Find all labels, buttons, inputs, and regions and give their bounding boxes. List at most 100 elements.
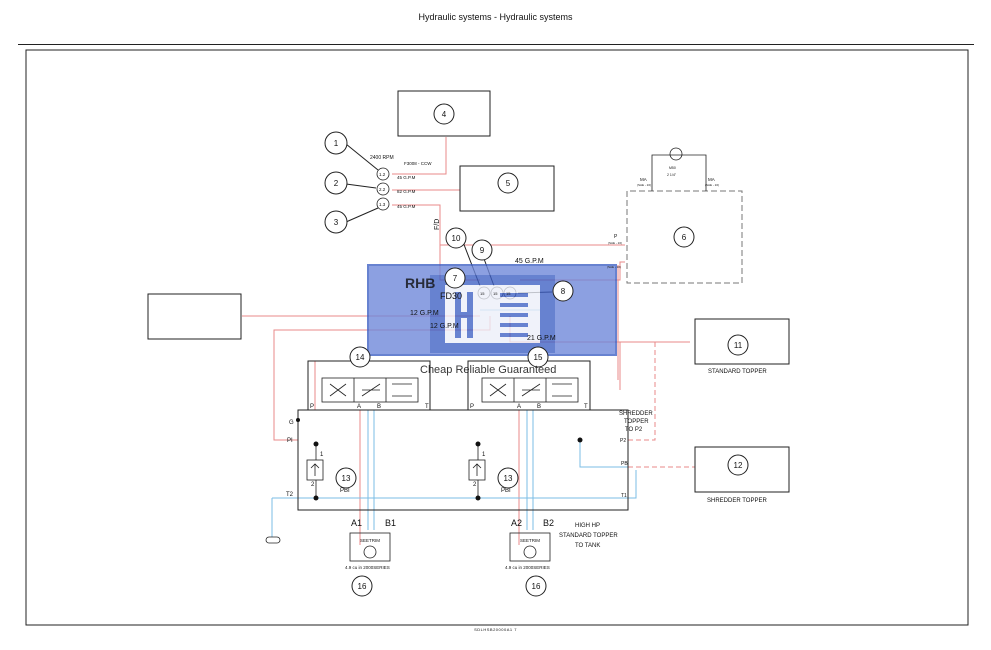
shredder-topper-label: SHREDDER TOPPER bbox=[707, 498, 767, 504]
output-b2: B2 bbox=[543, 518, 554, 528]
pump-flow-3: 45 G.P.M bbox=[397, 204, 416, 209]
callout-14: 14 bbox=[356, 353, 365, 362]
callout-13-right: 13 bbox=[504, 474, 513, 483]
callout-12: 12 bbox=[734, 461, 743, 470]
pump-flow-2: 82 G.P.M bbox=[397, 189, 416, 194]
callout-numbers: 1 2 3 4 5 6 7 8 9 10 11 12 13 13 14 15 1… bbox=[334, 110, 743, 591]
port-b-left: B bbox=[377, 404, 381, 410]
pump-rotation: F3008 - CCW bbox=[404, 161, 432, 166]
pump-rpm: 2400 RPM bbox=[370, 155, 394, 161]
line-12-gpm-b: 12 G.P.M bbox=[430, 323, 459, 330]
relief-left-label: PBI bbox=[340, 488, 350, 494]
port-t-left: T bbox=[425, 404, 429, 410]
pressure-lines-dashed bbox=[628, 342, 695, 468]
callout-3: 3 bbox=[334, 218, 339, 227]
motor-right-16 bbox=[509, 532, 551, 562]
motor-6-housing bbox=[626, 190, 743, 284]
relief-valve-left bbox=[306, 444, 324, 498]
line-12-gpm-a: 12 G.P.M bbox=[410, 310, 439, 317]
port-pb: PB bbox=[621, 461, 628, 467]
motor6-ma-left: MA bbox=[640, 177, 647, 182]
callout-11: 11 bbox=[734, 341, 743, 350]
motor-right-spec: 4.9 cu in 2000SERIES bbox=[505, 565, 550, 570]
motor6-port-lower: (SAE - 16) bbox=[607, 265, 621, 269]
shredder-to-p2-line2: TOPPER bbox=[624, 419, 649, 425]
motor6-ma-right: MA bbox=[708, 177, 715, 182]
standard-topper-label: STANDARD TOPPER bbox=[708, 369, 767, 375]
fd-label: FD30 bbox=[440, 291, 462, 301]
shredder-to-p2-line1: SHREDDER bbox=[619, 411, 653, 417]
high-hp-line2: STANDARD TOPPER bbox=[559, 533, 618, 539]
motor6-port-p-size: (SAE - 16) bbox=[608, 241, 622, 245]
port-a-left: A bbox=[357, 404, 361, 410]
callout-10: 10 bbox=[452, 234, 461, 243]
relief-left-1: 1 bbox=[320, 452, 324, 458]
header-divider bbox=[18, 44, 974, 45]
motor6-inner-b: 2 1/4" bbox=[667, 173, 677, 177]
callout-6: 6 bbox=[682, 233, 687, 242]
motor6-port-right: (SAE - 16) bbox=[705, 183, 719, 187]
fd-port-3: 15 bbox=[506, 291, 511, 296]
pump-section-2: 2.2 bbox=[379, 187, 386, 192]
callout-8: 8 bbox=[561, 287, 566, 296]
pump-stack bbox=[376, 167, 390, 211]
fd-port-1: 15 bbox=[480, 291, 485, 296]
callout-16-right: 16 bbox=[532, 582, 541, 591]
port-t-right: T bbox=[584, 404, 588, 410]
relief-right-1: 1 bbox=[482, 452, 486, 458]
callout-9: 9 bbox=[480, 246, 485, 255]
tank-symbol bbox=[265, 536, 281, 544]
port-g: G bbox=[289, 420, 294, 426]
motor-left-title: SEETRIM bbox=[360, 538, 380, 543]
motor6-port-p: P bbox=[614, 234, 618, 240]
watermark-brand: RHB bbox=[405, 275, 435, 291]
callout-2: 2 bbox=[334, 179, 339, 188]
pump-section-1: 1.2 bbox=[379, 172, 386, 177]
callout-1: 1 bbox=[334, 139, 339, 148]
pump-section-3: 1.3 bbox=[379, 202, 386, 207]
relief-left-2: 2 bbox=[311, 482, 315, 488]
port-a-right: A bbox=[517, 404, 521, 410]
motor6-inner-a: M50 bbox=[669, 166, 676, 170]
spool-14 bbox=[321, 377, 419, 403]
output-a2: A2 bbox=[511, 518, 522, 528]
port-p-right: P bbox=[470, 404, 474, 410]
watermark-logo bbox=[367, 264, 617, 356]
callout-13-left: 13 bbox=[342, 474, 351, 483]
port-t2: T2 bbox=[286, 492, 294, 498]
callout-15: 15 bbox=[534, 353, 543, 362]
line-21-gpm: 21 G.P.M bbox=[527, 335, 556, 342]
spool-15 bbox=[481, 377, 579, 403]
port-p2: P2 bbox=[620, 438, 626, 444]
fd-port-2: 15 bbox=[493, 291, 498, 296]
watermark-tagline: Cheap Reliable Guaranteed bbox=[420, 364, 556, 376]
output-b1: B1 bbox=[385, 518, 396, 528]
shredder-to-p2-line3: TO P2 bbox=[625, 427, 643, 433]
port-t1: T1 bbox=[621, 493, 627, 499]
motor-6-lines bbox=[651, 147, 707, 191]
port-pi: PI bbox=[287, 438, 293, 444]
high-hp-line3: TO TANK bbox=[575, 543, 600, 549]
port-b-right: B bbox=[537, 404, 541, 410]
relief-valve-right bbox=[468, 444, 486, 498]
callout-16-left: 16 bbox=[358, 582, 367, 591]
callout-4: 4 bbox=[442, 110, 447, 119]
footer-code: SDLHSB20000A1 7 bbox=[474, 627, 517, 632]
high-hp-line1: HIGH HP bbox=[575, 523, 600, 529]
component-unlabeled-box bbox=[147, 293, 242, 340]
fd-vertical-label: F/D bbox=[434, 219, 441, 230]
callout-7: 7 bbox=[453, 274, 458, 283]
motor6-port-left: (SAE - 16) bbox=[637, 183, 651, 187]
valve-section-14 bbox=[307, 360, 431, 411]
output-a1: A1 bbox=[351, 518, 362, 528]
pump-flow-1: 45 G.P.M bbox=[397, 175, 416, 180]
motor-left-16 bbox=[349, 532, 391, 562]
junction-dots bbox=[296, 418, 583, 501]
motor-left-spec: 4.9 cu in 2000SERIES bbox=[345, 565, 390, 570]
callout-circles bbox=[324, 103, 749, 597]
callout-5: 5 bbox=[506, 179, 511, 188]
page-header-title: Hydraulic systems - Hydraulic systems bbox=[418, 12, 573, 22]
port-p-left: P bbox=[310, 404, 314, 410]
relief-right-2: 2 bbox=[473, 482, 477, 488]
